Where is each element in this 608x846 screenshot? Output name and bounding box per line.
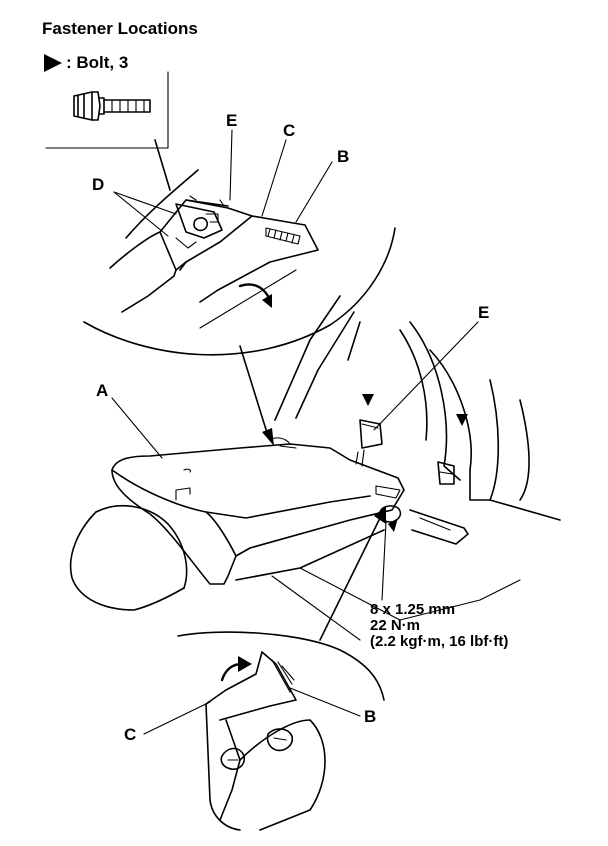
callout-b-bottom: B [364,707,377,726]
diagram-title: Fastener Locations [42,19,198,38]
bolt-legend-box [45,71,169,149]
leader-top-to-main [239,345,269,437]
torque-spec: 22 N·m [370,617,421,634]
callout-b-top: B [337,147,350,166]
bolt-size-spec: 8 x 1.25 mm [370,601,456,618]
bottom-detail-inset [143,631,385,831]
triangle-pointer-icon [44,54,62,72]
bolt-legend-text: : Bolt, 3 [66,53,129,72]
bolt-marker-icon [456,414,468,426]
leader-main-to-bottom [319,517,381,641]
callout-e-main: E [478,303,490,322]
callout-d: D [92,175,105,194]
callout-c-top: C [283,121,296,140]
top-detail-inset [83,129,396,356]
bolt-marker-icon [362,394,374,406]
bolt-marker-icon [388,518,398,532]
callout-e-top: E [226,111,238,130]
torque-alt-spec: (2.2 kgf·m, 16 lbf·ft) [370,633,509,650]
callout-a: A [96,381,109,400]
main-assembly [69,295,561,641]
callout-c-bottom: C [124,725,137,744]
flange-bolt-icon [73,91,151,121]
